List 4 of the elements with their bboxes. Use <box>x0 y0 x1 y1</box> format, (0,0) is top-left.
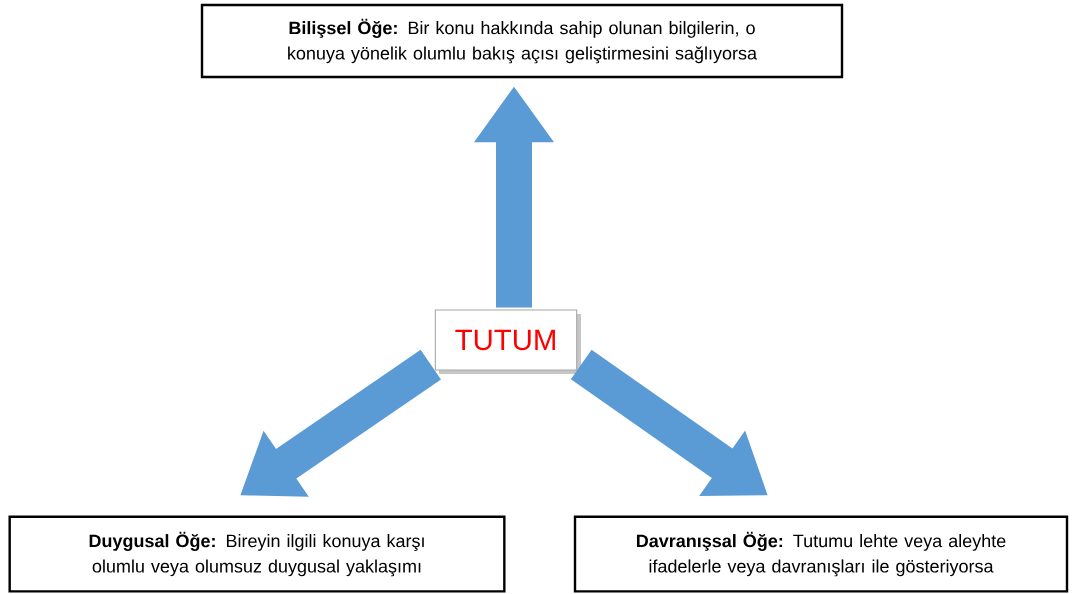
text-box: Bilişsel Öğe: Bir konu hakkında sahip olunan bilgilerin, o konuya yönelik olumlu bakış açısı geliştirmesini sağlıyorsa <box>200 3 844 79</box>
text-box: Duygusal Öğe: Bireyin ilgili konuya karşı olumlu veya olumsuz duygusal yaklaşımı <box>8 515 506 593</box>
text-box: Davranışsal Öğe: Tutumu lehte veya aleyhte ifadelerle veya davranışları ile gösteriyorsa <box>573 515 1069 593</box>
title-box: TUTUM <box>434 309 581 374</box>
